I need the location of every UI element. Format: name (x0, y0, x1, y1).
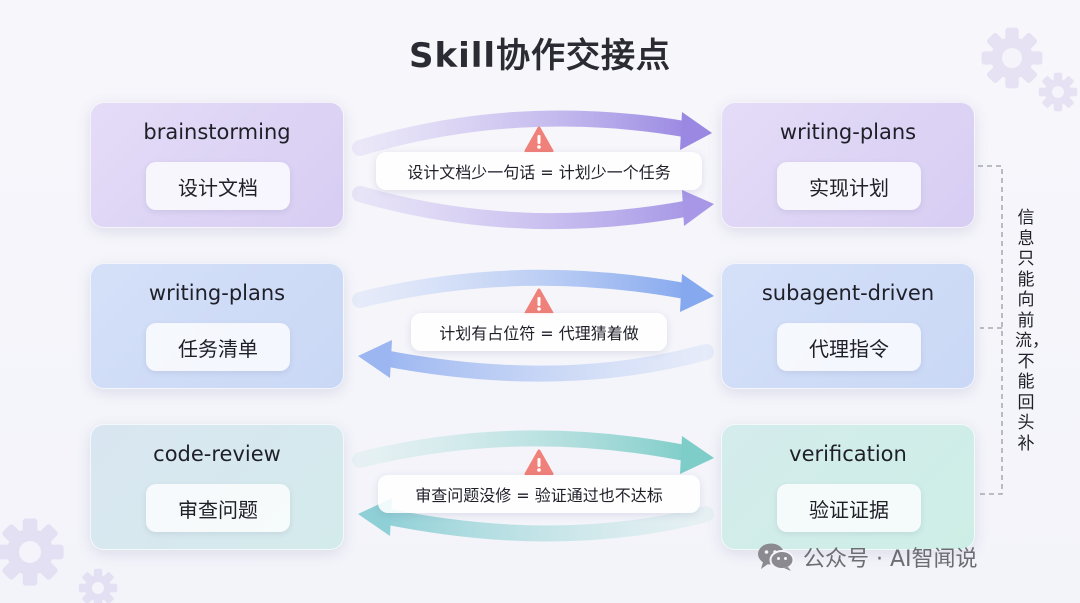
card-row3-right: verification 验证证据 (721, 424, 975, 550)
warning-icon (524, 449, 554, 476)
card-title: subagent-driven (761, 281, 935, 305)
warning-icon (524, 288, 554, 315)
card-chip: 验证证据 (777, 484, 921, 532)
card-title: code-review (153, 442, 281, 466)
card-title: writing-plans (779, 120, 917, 144)
row1-forward-arrows (352, 110, 714, 230)
card-chip: 审查问题 (146, 484, 290, 532)
card-title: brainstorming (143, 120, 291, 144)
card-chip: 设计文档 (146, 162, 290, 210)
card-row1-right: writing-plans 实现计划 (721, 102, 975, 228)
gear-icon-top-right (981, 27, 1078, 112)
flow-bracket (978, 165, 1003, 495)
card-chip: 代理指令 (777, 323, 921, 371)
wechat-icon (758, 543, 795, 571)
card-row1-left: brainstorming 设计文档 (90, 102, 344, 228)
page-title: Skill协作交接点 (408, 36, 672, 76)
row2-arrows (352, 269, 714, 382)
handoff-note: 审查问题没修 = 验证通过也不达标 (378, 475, 700, 513)
card-title: verification (789, 442, 907, 466)
handoff-note: 计划有占位符 = 代理猜着做 (411, 313, 667, 351)
gear-icon-bottom-left (0, 518, 118, 603)
flow-side-note: 信息只能向前流，不能回头补 (1015, 208, 1049, 454)
card-row2-right: subagent-driven 代理指令 (721, 263, 975, 389)
card-title: writing-plans (148, 281, 286, 305)
handoff-note: 设计文档少一句话 = 计划少一个任务 (376, 152, 702, 190)
card-chip: 实现计划 (777, 162, 921, 210)
watermark: 公众号 · AI智闻说 (757, 540, 978, 574)
card-chip: 任务清单 (146, 323, 290, 371)
card-row2-left: writing-plans 任务清单 (90, 263, 344, 389)
warning-icon (524, 126, 554, 153)
card-row3-left: code-review 审查问题 (90, 424, 344, 550)
watermark-text: 公众号 · AI智闻说 (803, 547, 978, 572)
